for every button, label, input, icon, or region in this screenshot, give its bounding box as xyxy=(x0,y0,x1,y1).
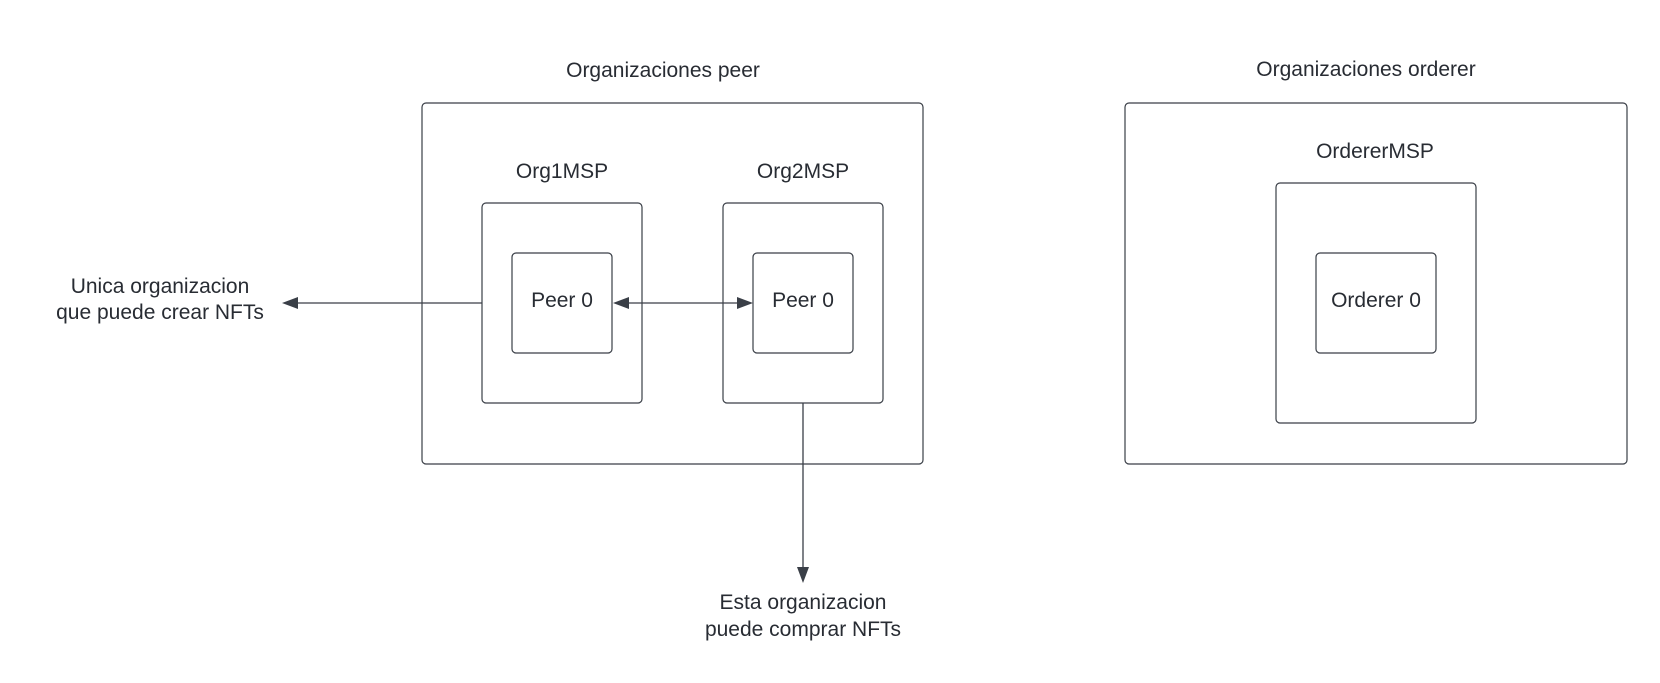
org2-peer-label: Peer 0 xyxy=(772,289,834,312)
orderer-node xyxy=(1315,252,1437,354)
orderer-group-title: Organizaciones orderer xyxy=(1256,58,1475,81)
org1-note-arrowhead xyxy=(282,297,298,309)
org2-note-line-2: puede comprar NFTs xyxy=(705,618,901,641)
org1-note-line-1: Unica organizacion xyxy=(71,275,250,298)
org2-note-arrowhead xyxy=(797,567,809,583)
peer-organizations-group: Organizaciones peer Org1MSP Peer 0 Org2M… xyxy=(421,59,924,465)
peer-link-arrowhead-left xyxy=(613,297,629,309)
org1-peer-label: Peer 0 xyxy=(531,289,593,312)
orderer-organizations-group: Organizaciones orderer OrdererMSP Ordere… xyxy=(1124,58,1628,465)
org2-label: Org2MSP xyxy=(757,160,849,183)
org2-note-line-1: Esta organizacion xyxy=(720,591,887,614)
orderer-node-label: Orderer 0 xyxy=(1331,289,1421,312)
peer-link-arrowhead-right xyxy=(737,297,753,309)
org1-label: Org1MSP xyxy=(516,160,608,183)
org1-note-line-2: que puede crear NFTs xyxy=(56,301,264,324)
connectors xyxy=(282,297,809,583)
peer-group-title: Organizaciones peer xyxy=(566,59,760,82)
annotations: Unica organizacion que puede crear NFTs … xyxy=(56,275,901,641)
org1-peer-node xyxy=(511,252,613,354)
orderer-org-label: OrdererMSP xyxy=(1316,140,1434,163)
